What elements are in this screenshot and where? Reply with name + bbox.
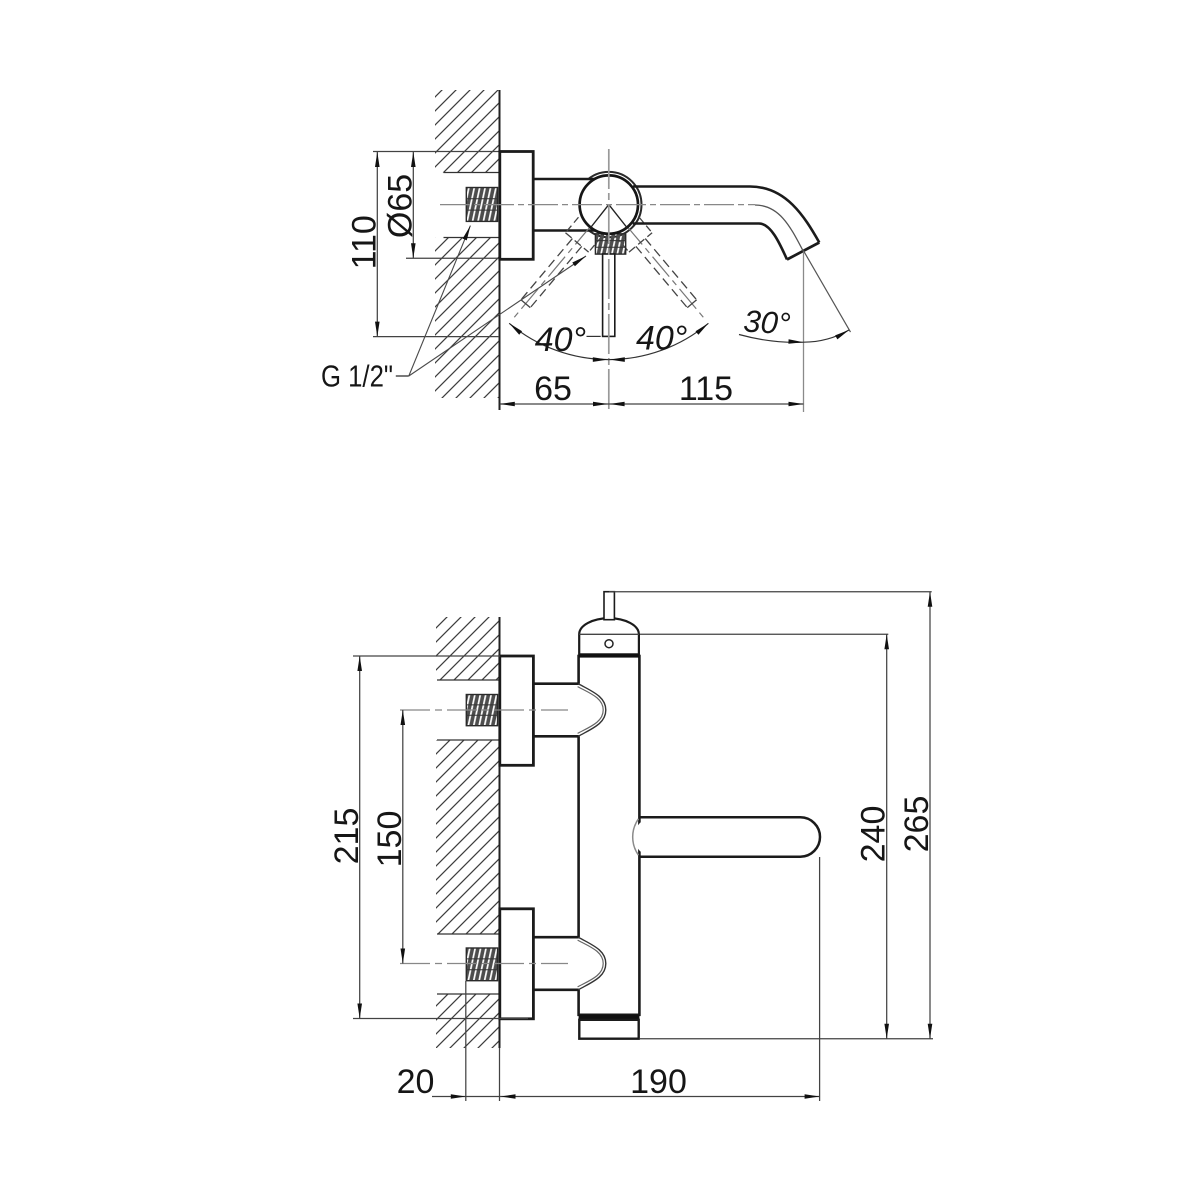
svg-text:65: 65 [534,370,572,408]
svg-text:190: 190 [630,1063,687,1101]
svg-text:215: 215 [328,808,366,865]
svg-text:110: 110 [346,215,384,269]
svg-text:150: 150 [371,811,409,868]
svg-text:30°: 30° [742,303,791,341]
svg-text:Ø65: Ø65 [381,174,419,238]
svg-text:G 1/2": G 1/2" [321,359,393,394]
svg-text:20: 20 [397,1063,435,1101]
svg-text:115: 115 [679,370,733,408]
svg-text:40°: 40° [535,321,586,359]
svg-text:265: 265 [898,796,936,853]
svg-text:240: 240 [855,806,893,863]
svg-text:40°: 40° [636,320,687,358]
